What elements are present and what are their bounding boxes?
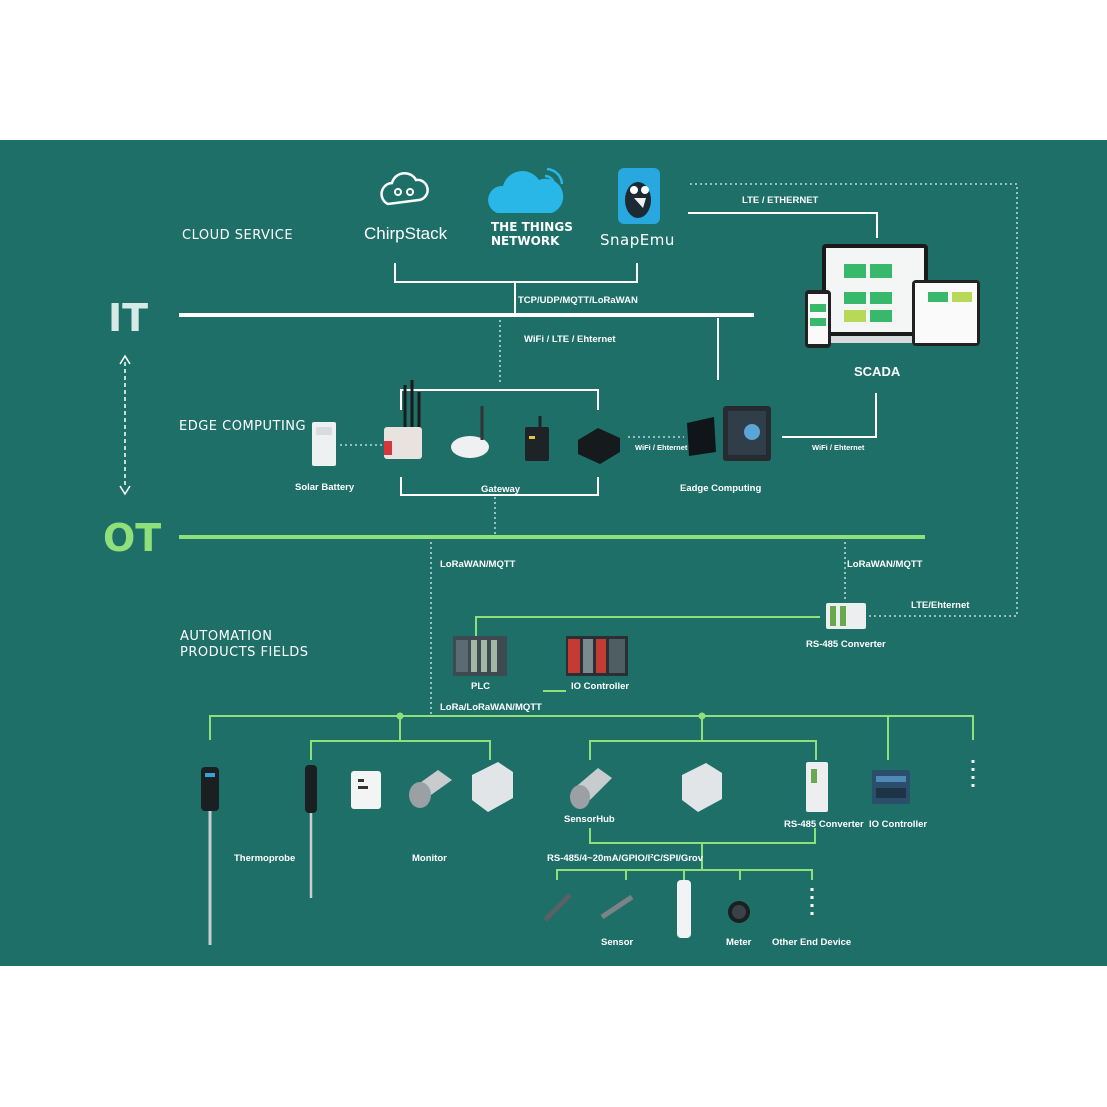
lte-ethernet-link — [688, 212, 878, 238]
edge-computing-device[interactable]: Eadge Computing — [680, 406, 771, 494]
section-automation-line1: AUTOMATION — [180, 629, 272, 644]
meter-label: Meter — [726, 937, 752, 948]
io-controller-top-device[interactable]: IO Controller — [566, 636, 629, 692]
protocol-lorawan-mqtt-2: LoRaWAN/MQTT — [847, 559, 923, 570]
protocol-lorawan-mqtt-1: LoRaWAN/MQTT — [440, 559, 516, 570]
sensor-bus — [556, 869, 813, 880]
ttn-name-line2: NETWORK — [491, 234, 560, 248]
thermoprobe-label: Thermoprobe — [234, 853, 295, 864]
ttn-logo[interactable]: THE THINGS NETWORK — [488, 167, 573, 248]
protocol-rs485-bus: RS-485/4~20mA/GPIO/I²C/SPI/Grov — [547, 853, 704, 864]
cloud-bracket — [394, 263, 638, 313]
field-bus-main — [209, 715, 974, 740]
rs485-converter-top-device[interactable]: RS-485 Converter — [806, 603, 886, 650]
gateway-devices[interactable] — [384, 380, 620, 464]
ttn-name-line1: THE THINGS — [491, 220, 573, 234]
scada-edge-link — [782, 393, 877, 438]
plc-device[interactable]: PLC — [453, 636, 507, 692]
sensorhub-label: SensorHub — [564, 814, 615, 825]
gateway-label: Gateway — [481, 484, 521, 495]
protocol-lte-ethernet-top: LTE / ETHERNET — [742, 195, 819, 206]
io-bottom-label: IO Controller — [869, 819, 927, 830]
rs485-converter-bottom-device[interactable]: RS-485 Converter — [784, 762, 864, 830]
snapemu-name: SnapEmu — [600, 231, 675, 249]
solar-battery-device[interactable]: Solar Battery — [295, 422, 355, 493]
cloud-wifi-icon — [488, 167, 564, 213]
protocol-wifi-eth-1: WiFi / Ehternet — [635, 443, 688, 452]
scada-device[interactable]: SCADA — [805, 244, 980, 379]
chirpstack-name: ChirpStack — [364, 224, 448, 243]
section-automation-line2: PRODUCTS FIELDS — [180, 645, 309, 660]
protocol-wifi-eth-2: WiFi / Ehternet — [812, 443, 865, 452]
sensor-label: Sensor — [601, 937, 634, 948]
it-layer-label: IT — [108, 296, 148, 340]
rs485-top-label: RS-485 Converter — [806, 639, 886, 650]
laptop-tablet-phone-icon — [805, 244, 980, 348]
plc-bus — [475, 616, 820, 640]
ot-layer-label: OT — [103, 516, 161, 560]
io-top-label: IO Controller — [571, 681, 629, 692]
cloud-link-icon — [380, 171, 429, 206]
protocol-lte-ethernet-right: LTE/Ehternet — [911, 600, 970, 611]
meter-device[interactable]: Meter — [726, 901, 752, 948]
sensorhub-bus — [589, 716, 817, 760]
chirpstack-logo[interactable]: ChirpStack — [364, 171, 448, 243]
snapemu-logo[interactable]: SnapEmu — [600, 168, 675, 249]
double-arrow-icon — [119, 354, 131, 496]
bird-mascot-icon — [618, 168, 660, 224]
protocol-lora-lorawan-mqtt: LoRa/LoRaWAN/MQTT — [440, 702, 542, 713]
section-cloud-service: CLOUD SERVICE — [182, 228, 293, 243]
protocol-tcp: TCP/UDP/MQTT/LoRaWAN — [518, 295, 638, 306]
sensorhub-device[interactable]: SensorHub — [564, 763, 722, 825]
protocol-wifi-lte: WiFi / LTE / Ehternet — [524, 334, 616, 345]
gateway-bracket-bottom — [400, 477, 599, 496]
plc-label: PLC — [471, 681, 490, 692]
sensorhub-sensor-bus — [589, 828, 816, 870]
thermoprobe-device[interactable]: Thermoprobe — [201, 765, 317, 945]
rs485-bottom-label: RS-485 Converter — [784, 819, 864, 830]
other-end-device-label: Other End Device — [772, 937, 851, 948]
section-edge-computing: EDGE COMPUTING — [179, 419, 306, 434]
gateway-bracket-top — [400, 389, 599, 410]
edge-computing-label: Eadge Computing — [680, 483, 761, 494]
monitor-devices[interactable]: Monitor — [351, 762, 513, 864]
monitor-label: Monitor — [412, 853, 447, 864]
sensor-devices[interactable]: Sensor — [543, 880, 691, 948]
monitor-bus — [310, 716, 491, 760]
solar-battery-label: Solar Battery — [295, 482, 355, 493]
io-controller-bottom-device[interactable]: IO Controller — [869, 770, 927, 830]
scada-label: SCADA — [854, 364, 901, 379]
